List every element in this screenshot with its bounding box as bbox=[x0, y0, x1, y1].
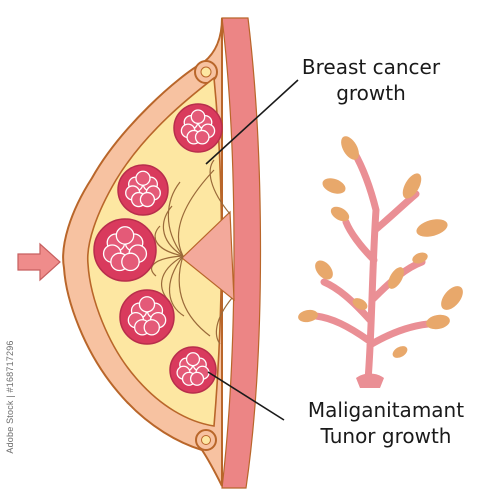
leader-line-breast-cancer bbox=[205, 79, 299, 165]
label-breast-cancer-growth: Breast cancer growth bbox=[296, 54, 446, 106]
tumor-group bbox=[93, 103, 223, 394]
tumor bbox=[117, 164, 169, 216]
leader-line-malignant-tumor bbox=[207, 371, 285, 421]
tumor bbox=[119, 289, 175, 345]
chest-wall bbox=[221, 17, 262, 489]
label-malig-line-2: Tunor growth bbox=[320, 424, 452, 448]
tumor bbox=[173, 103, 223, 153]
lower-nodule-inner bbox=[201, 435, 211, 445]
watermark-text: Adobe Stock | #168717296 bbox=[5, 340, 15, 454]
upper-nodule-inner bbox=[200, 66, 212, 78]
plant-growth-icon bbox=[298, 136, 463, 388]
tumor bbox=[169, 346, 217, 394]
stock-watermark: Adobe Stock | #168717296 bbox=[2, 300, 15, 500]
milk-ducts bbox=[151, 159, 233, 345]
label-breast-line-1: Breast cancer bbox=[301, 55, 441, 79]
label-malig-line-1: Maliganitamant bbox=[307, 398, 465, 422]
pressure-arrow-icon bbox=[17, 242, 61, 282]
label-malignant-tumor-growth: Maliganitamant Tunor growth bbox=[286, 397, 486, 449]
label-breast-line-2: growth bbox=[336, 81, 406, 105]
nipple-area bbox=[181, 210, 235, 302]
tumor bbox=[93, 218, 157, 282]
